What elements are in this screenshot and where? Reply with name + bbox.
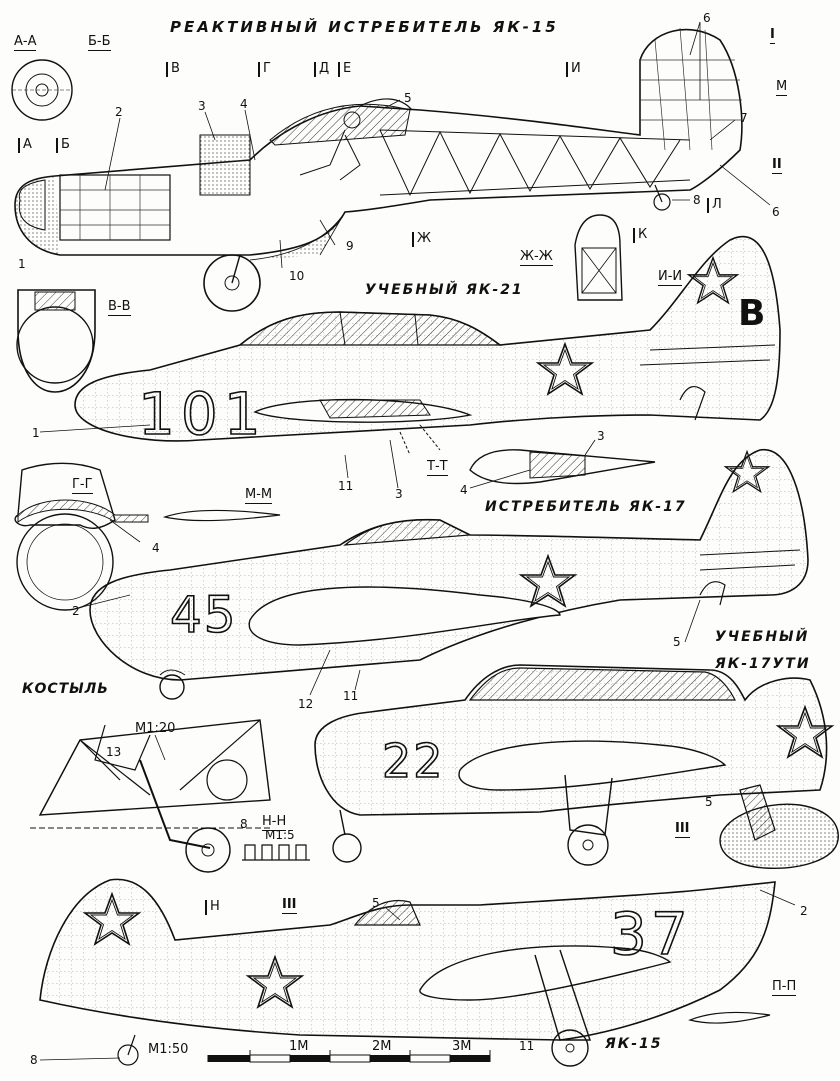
callout-9: 9 <box>346 239 354 253</box>
callout-gg-4: 4 <box>152 541 160 555</box>
title-tail-skid: КОСТЫЛЬ <box>22 681 109 697</box>
board-number-yak21: 101 <box>137 380 267 448</box>
callout-tt-3: 3 <box>597 429 605 443</box>
cut-mark-n: Н <box>205 900 220 915</box>
callout-1: 1 <box>18 257 26 271</box>
yak15-cutaway-drawing <box>14 27 743 312</box>
section-pp-drawing <box>688 1011 771 1024</box>
callout-yak17-12: 12 <box>298 697 314 711</box>
title-yak15-bottom: ЯК-15 <box>605 1036 663 1052</box>
callout-tt-4: 4 <box>460 483 468 497</box>
tail-skid-drawing <box>30 719 271 873</box>
title-jet-fighter: РЕАКТИВНЫЙ ИСТРЕБИТЕЛЬ ЯК-15 <box>170 18 559 36</box>
leader-lines <box>39 21 796 1061</box>
cut-mark-g: Г <box>258 62 271 77</box>
callout-7: 7 <box>740 111 748 125</box>
callout-skid-8: 8 <box>240 817 248 831</box>
section-aa-drawing <box>11 59 73 121</box>
callout-yak21-3: 3 <box>395 487 403 501</box>
callout-6-top: 6 <box>703 11 711 25</box>
callout-skid-13: 13 <box>106 745 122 759</box>
section-label-roman-1: I <box>770 27 775 44</box>
cockpit-detail-drawing <box>719 784 839 869</box>
callout-yak15-5: 5 <box>372 896 380 910</box>
section-gg-drawing <box>14 462 149 611</box>
section-label-m: М <box>776 79 788 96</box>
board-number-yak15: 37 <box>609 900 692 968</box>
callout-yak17-11: 11 <box>343 689 359 703</box>
section-label-tt: Т-Т <box>427 459 448 476</box>
section-mm-drawing <box>162 509 281 522</box>
callout-uti-5: 5 <box>673 635 681 649</box>
callout-3: 3 <box>198 99 206 113</box>
cut-mark-v: В <box>166 62 180 77</box>
callout-yak21-11: 11 <box>338 479 354 493</box>
title-yak17uti-line1: УЧЕБНЫЙ <box>715 629 810 645</box>
section-label-ii: И-И <box>658 269 683 286</box>
callout-yak15-8: 8 <box>30 1053 38 1067</box>
cut-mark-d: Д <box>314 62 329 77</box>
callout-cockpit-5: 5 <box>705 795 713 809</box>
section-label-pp: П-П <box>772 979 797 996</box>
section-tt-drawing <box>469 449 656 485</box>
callout-4: 4 <box>240 97 248 111</box>
scale-tick-2m: 2М <box>372 1039 392 1054</box>
section-label-gg: Г-Г <box>72 477 93 494</box>
scale-label-m15: М1:5 <box>265 828 295 842</box>
section-label-roman-3: III <box>675 821 690 838</box>
callout-yak17-2: 2 <box>72 604 80 618</box>
section-label-vv: В-В <box>108 299 131 316</box>
callout-5: 5 <box>404 91 412 105</box>
section-zhzh-drawing <box>574 214 623 301</box>
yak17uti-drawing <box>314 664 833 866</box>
cut-mark-l: Л <box>707 198 722 213</box>
callout-yak15-2: 2 <box>800 904 808 918</box>
cut-mark-i: И <box>566 62 581 77</box>
section-label-bb: Б-Б <box>88 34 111 51</box>
cut-mark-b: Б <box>56 138 70 153</box>
title-yak21: УЧЕБНЫЙ ЯК-21 <box>365 282 524 298</box>
scale-tick-3m: 3М <box>452 1039 472 1054</box>
callout-2: 2 <box>115 105 123 119</box>
board-number-yak17: 45 <box>169 586 238 644</box>
yak15-side-drawing <box>39 878 776 1067</box>
section-label-zhzh: Ж-Ж <box>520 249 553 266</box>
scale-label-m150: М1:50 <box>148 1042 189 1057</box>
cut-mark-zh: Ж <box>412 232 431 247</box>
callout-8: 8 <box>693 193 701 207</box>
callout-yak15-11: 11 <box>519 1039 535 1053</box>
scale-bar <box>207 1050 491 1063</box>
section-label-aa: А-А <box>14 34 37 51</box>
section-label-roman-3b: III <box>282 897 297 914</box>
cut-mark-a: А <box>18 138 32 153</box>
section-label-nn: Н-Н <box>262 814 287 831</box>
scale-tick-1m: 1М <box>289 1039 309 1054</box>
yak17-drawing <box>89 449 809 700</box>
section-label-roman-2: II <box>772 157 782 174</box>
yak21-drawing <box>74 235 781 456</box>
scale-label-m120: М1:20 <box>135 721 176 736</box>
section-nn-drawing <box>242 844 310 861</box>
section-vv-drawing <box>16 289 96 393</box>
cut-mark-e: Е <box>338 62 351 77</box>
callout-yak21-1: 1 <box>32 426 40 440</box>
title-yak17: ИСТРЕБИТЕЛЬ ЯК-17 <box>485 499 687 515</box>
callout-10: 10 <box>289 269 305 283</box>
section-label-mm: М-М <box>245 487 273 504</box>
tail-code-yak21: В <box>738 293 766 334</box>
board-number-yak17uti: 22 <box>381 734 445 788</box>
callout-6-bottom: 6 <box>772 205 780 219</box>
title-yak17uti-line2: ЯК-17УТИ <box>715 656 811 672</box>
cut-mark-k: К <box>633 228 647 243</box>
